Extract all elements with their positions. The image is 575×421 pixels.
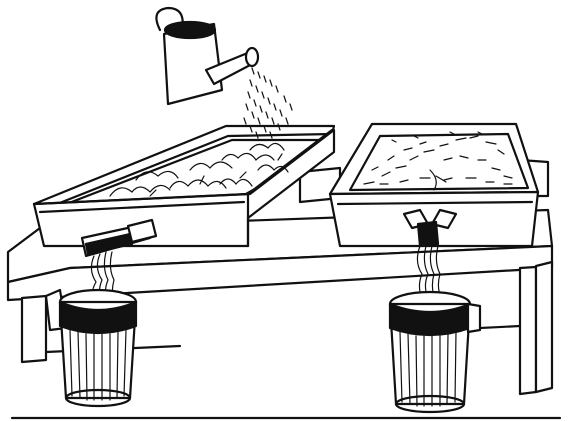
- right-collection-can: [390, 292, 480, 412]
- left-collection-can: [46, 290, 136, 406]
- watering-can: [156, 8, 258, 104]
